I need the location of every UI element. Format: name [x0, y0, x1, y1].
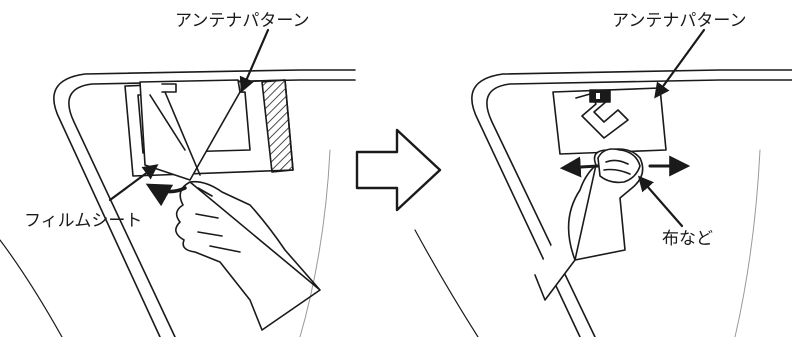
- hand-wiping: [534, 148, 644, 301]
- windshield-frame-outer: [53, 69, 356, 338]
- leader-antenna-left: [239, 28, 270, 93]
- dashboard-contour-right-panel: [414, 229, 479, 338]
- step-arrow-icon: [355, 128, 442, 212]
- wipe-arrow-left: [559, 156, 600, 178]
- film-hatched-edge: [261, 79, 294, 173]
- label-film-sheet: フィルムシート: [24, 211, 143, 231]
- windshield-frame-outer-right: [471, 69, 792, 338]
- label-cloth: 布など: [662, 229, 713, 249]
- peel-motion-arrow: [145, 183, 187, 207]
- antenna-pattern-applied: [552, 87, 667, 155]
- film-sheet: [139, 79, 241, 181]
- label-antenna-pattern-right: アンテナパターン: [612, 11, 747, 31]
- leader-antenna-right: [654, 28, 706, 99]
- dashboard-contour: [0, 239, 63, 338]
- windshield-frame-inner-right: [486, 79, 792, 338]
- leader-film-sheet: [108, 164, 159, 202]
- right-panel: [414, 28, 792, 338]
- leader-cloth: [637, 175, 684, 228]
- hand-left: [175, 180, 321, 331]
- label-antenna-pattern-left: アンテナパターン: [175, 11, 310, 31]
- windshield-frame-inner: [68, 79, 356, 338]
- dashboard-contour-right: [299, 149, 331, 338]
- left-panel: [0, 28, 356, 338]
